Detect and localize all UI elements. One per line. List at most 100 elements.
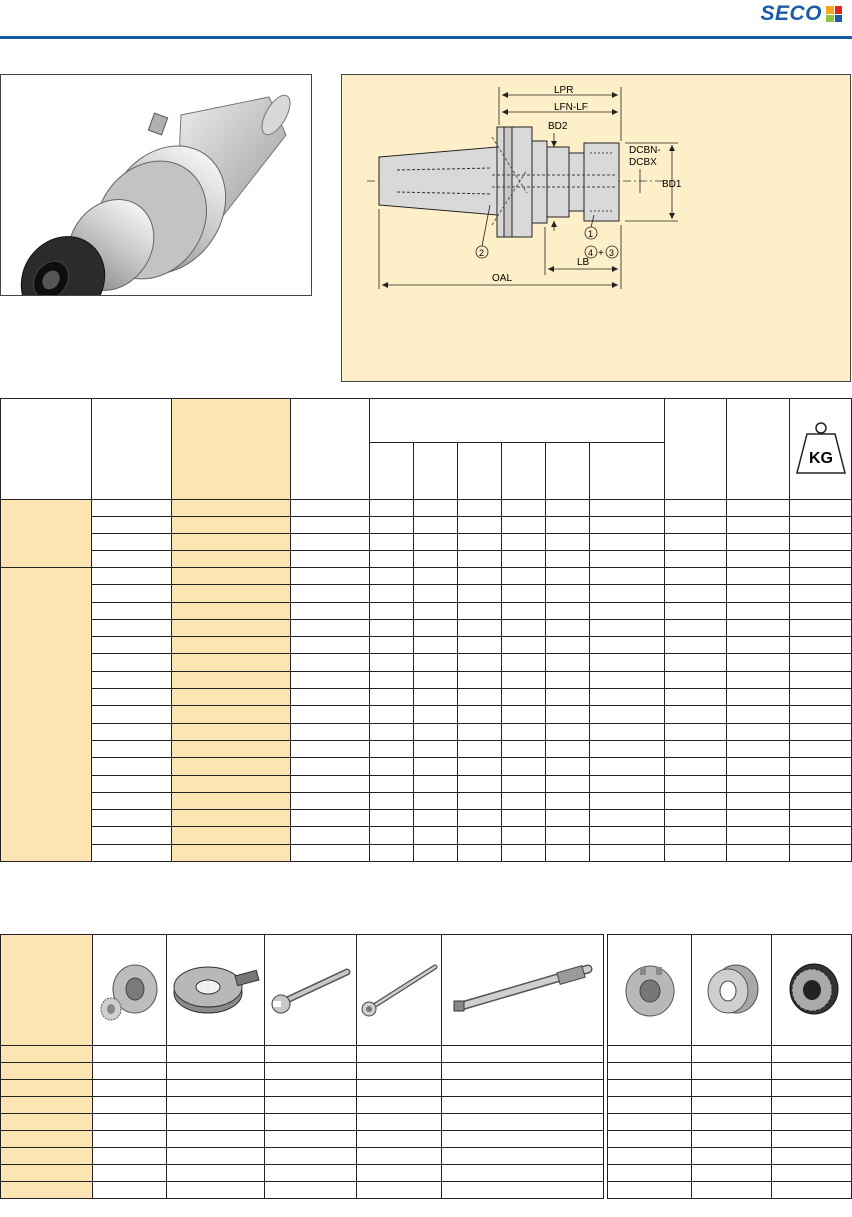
header-cell <box>91 398 172 500</box>
dim-dcbx-label: DCBX <box>629 157 657 168</box>
table-cell <box>91 722 172 741</box>
dim-bd2-label: BD2 <box>548 121 568 132</box>
table-cell <box>457 499 502 517</box>
table-cell <box>588 533 666 551</box>
table-cell <box>789 499 852 517</box>
callout-3: 3 <box>609 248 614 258</box>
table-cell <box>171 843 291 863</box>
table-cell <box>264 1062 357 1080</box>
table-row <box>1 601 852 620</box>
table-cell <box>356 1147 442 1165</box>
callout-2: 2 <box>479 248 484 258</box>
table-cell <box>441 1130 604 1148</box>
table-cell <box>413 722 458 741</box>
table-cell <box>413 809 458 828</box>
table-cell <box>171 584 291 603</box>
table-cell <box>441 1096 604 1114</box>
table-row <box>0 1181 604 1199</box>
dim-lb-label: LB <box>577 257 590 268</box>
tool-holder-image <box>20 94 291 324</box>
specs-table: KG <box>0 398 852 863</box>
table-cell <box>290 636 370 655</box>
table-row <box>1 826 852 845</box>
table-row <box>1 705 852 724</box>
table-cell <box>501 757 546 776</box>
table-cell <box>457 739 502 759</box>
table-cell <box>457 636 502 655</box>
table-cell <box>457 566 502 586</box>
table-cell <box>0 1113 93 1131</box>
table-cell <box>91 499 172 517</box>
table-cell <box>166 1096 265 1114</box>
brand-name: SECO <box>760 2 822 25</box>
table-row <box>1 584 852 603</box>
table-cell <box>501 670 546 690</box>
table-cell <box>726 636 791 655</box>
table-cell <box>92 1147 167 1165</box>
weight-icon: KG <box>795 421 846 474</box>
table-cell <box>92 1079 167 1097</box>
table-cell <box>91 653 172 672</box>
table-cell <box>664 653 728 672</box>
dim-lfn-label: LFN-LF <box>554 102 588 113</box>
table-cell <box>356 1181 442 1199</box>
table-cell <box>171 618 291 638</box>
table-cell <box>264 1164 357 1182</box>
table-cell <box>664 809 728 828</box>
dim-dcbn-label: DCBN- <box>629 145 661 156</box>
table-cell <box>789 618 852 638</box>
table-cell <box>664 533 728 551</box>
table-row <box>1 757 852 776</box>
table-cell <box>290 722 370 741</box>
table-cell <box>166 1113 265 1131</box>
table-cell <box>726 688 791 707</box>
header-cell <box>501 442 546 500</box>
table-cell <box>588 636 666 655</box>
table-cell <box>545 739 590 759</box>
table-cell <box>501 618 546 638</box>
table-cell <box>290 774 370 793</box>
table-cell <box>501 533 546 551</box>
table-cell <box>356 1062 442 1080</box>
table-cell <box>664 566 728 586</box>
table-cell <box>664 705 728 724</box>
callout-1: 1 <box>588 229 593 239</box>
table-cell <box>91 533 172 551</box>
table-cell <box>92 1113 167 1131</box>
header-cell <box>0 398 92 500</box>
table-cell <box>264 1130 357 1148</box>
table-cell <box>588 688 666 707</box>
table-cell <box>501 791 546 811</box>
table-cell <box>664 774 728 793</box>
table-cell <box>166 1079 265 1097</box>
table-cell <box>290 653 370 672</box>
table-cell <box>264 1181 357 1199</box>
header-group-dimensions <box>368 398 666 443</box>
collet-cell <box>691 934 772 1046</box>
table-cell <box>413 550 458 568</box>
table-cell <box>290 826 370 845</box>
table-cell <box>0 1062 93 1080</box>
table-cell <box>91 739 172 759</box>
table-cell <box>726 757 791 776</box>
header-cell <box>457 442 502 500</box>
table-cell <box>92 1181 167 1199</box>
table-cell <box>356 1113 442 1131</box>
table-cell <box>356 1045 442 1063</box>
table-cell <box>92 1130 167 1148</box>
table-row <box>1 618 852 638</box>
table-cell <box>290 791 370 811</box>
table-cell <box>607 1113 692 1131</box>
table-row <box>607 1079 852 1097</box>
technical-drawing: LPR LFN-LF BD2 DCBN- DCBX BD1 LB OAL 2 1… <box>341 74 851 382</box>
table-cell <box>91 566 172 586</box>
table-row <box>0 1062 604 1080</box>
table-cell <box>664 584 728 603</box>
collet-nut-cell <box>92 934 167 1046</box>
table-cell <box>726 705 791 724</box>
table-cell <box>545 705 590 724</box>
table-cell <box>691 1062 772 1080</box>
table-cell <box>290 499 370 517</box>
table-cell <box>457 533 502 551</box>
table-cell <box>171 705 291 724</box>
